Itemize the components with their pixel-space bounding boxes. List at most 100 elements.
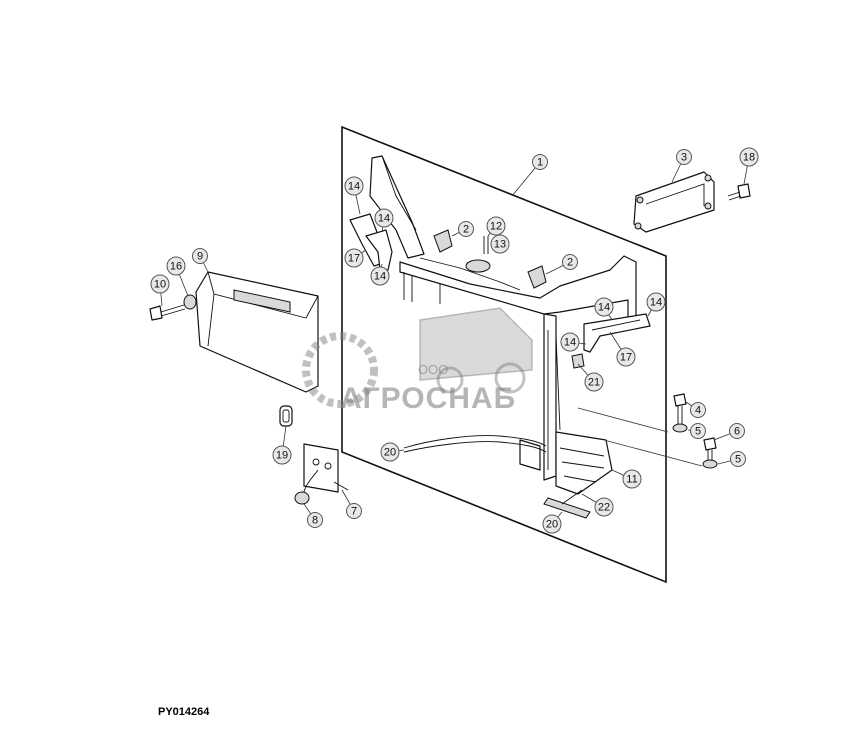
callout-3: 3 bbox=[676, 149, 692, 165]
callout-circle bbox=[584, 372, 604, 392]
callout-circle bbox=[560, 332, 580, 352]
screw-part bbox=[727, 183, 751, 201]
callout-17: 17 bbox=[344, 248, 364, 268]
callout-circle bbox=[616, 347, 636, 367]
callout-11: 11 bbox=[622, 469, 642, 489]
clip-part bbox=[571, 353, 585, 369]
callout-9: 9 bbox=[192, 248, 208, 264]
grommet-part bbox=[279, 405, 293, 427]
callout-8: 8 bbox=[307, 512, 323, 528]
callout-circle bbox=[676, 149, 692, 165]
callout-20: 20 bbox=[542, 514, 562, 534]
bolt-right-part bbox=[672, 393, 718, 469]
callout-19: 19 bbox=[272, 445, 292, 465]
callout-label: 11 bbox=[626, 474, 637, 486]
callout-label: 17 bbox=[348, 253, 360, 265]
callout-circle bbox=[272, 445, 292, 465]
callout-5: 5 bbox=[690, 423, 706, 439]
callout-circle bbox=[646, 292, 666, 312]
callout-14: 14 bbox=[374, 208, 394, 228]
callout-label: 13 bbox=[494, 239, 506, 251]
callout-circle bbox=[542, 514, 562, 534]
callout-label: 14 bbox=[374, 271, 386, 283]
callout-2: 2 bbox=[562, 254, 578, 270]
callout-label: 2 bbox=[567, 257, 573, 269]
callout-circle bbox=[374, 208, 394, 228]
callout-circle bbox=[307, 512, 323, 528]
callout-circle bbox=[166, 256, 186, 276]
bolt-part bbox=[149, 294, 197, 321]
callout-circle bbox=[344, 176, 364, 196]
callout-16: 16 bbox=[166, 256, 186, 276]
callout-label: 1 bbox=[537, 157, 543, 169]
side-duct-part bbox=[195, 271, 319, 393]
callout-12: 12 bbox=[486, 216, 506, 236]
callout-label: 4 bbox=[695, 405, 701, 417]
upper-left-bracket-part bbox=[349, 155, 425, 271]
heater-frame-part bbox=[399, 255, 637, 481]
callout-circle bbox=[730, 451, 746, 467]
callout-label: 14 bbox=[348, 181, 360, 193]
callout-label: 9 bbox=[197, 251, 203, 263]
callout-circle bbox=[562, 254, 578, 270]
callout-circle bbox=[622, 469, 642, 489]
callout-label: 5 bbox=[695, 426, 701, 438]
callout-circle bbox=[532, 154, 548, 170]
callout-label: 7 bbox=[351, 506, 357, 518]
figure-id: PY014264 bbox=[158, 706, 210, 718]
callout-circle bbox=[344, 248, 364, 268]
callout-14: 14 bbox=[646, 292, 666, 312]
callout-label: 20 bbox=[546, 519, 558, 531]
callout-1: 1 bbox=[532, 154, 548, 170]
callout-22: 22 bbox=[594, 497, 614, 517]
callout-14: 14 bbox=[560, 332, 580, 352]
callout-14: 14 bbox=[370, 266, 390, 286]
callout-10: 10 bbox=[150, 274, 170, 294]
callout-label: 14 bbox=[378, 213, 390, 225]
callout-circle bbox=[729, 423, 745, 439]
callout-label: 6 bbox=[734, 426, 740, 438]
callout-20: 20 bbox=[380, 442, 400, 462]
callout-label: 8 bbox=[312, 515, 318, 527]
callout-circle bbox=[370, 266, 390, 286]
callout-circle bbox=[690, 402, 706, 418]
callout-label: 3 bbox=[681, 152, 687, 164]
cap-part bbox=[433, 229, 547, 289]
callout-6: 6 bbox=[729, 423, 745, 439]
callout-14: 14 bbox=[594, 297, 614, 317]
callout-label: 18 bbox=[743, 152, 755, 164]
callout-circle bbox=[594, 497, 614, 517]
hose-part bbox=[403, 435, 547, 453]
callout-label: 17 bbox=[620, 352, 632, 364]
fitting-part bbox=[465, 236, 491, 273]
callout-7: 7 bbox=[346, 503, 362, 519]
mounting-plate-part bbox=[294, 443, 349, 505]
callout-13: 13 bbox=[490, 234, 510, 254]
callout-4: 4 bbox=[690, 402, 706, 418]
callout-circle bbox=[490, 234, 510, 254]
heater-box-part bbox=[555, 431, 613, 495]
callout-label: 12 bbox=[490, 221, 502, 233]
callout-5: 5 bbox=[730, 451, 746, 467]
strip-part bbox=[543, 489, 591, 519]
callout-label: 2 bbox=[463, 224, 469, 236]
callout-label: 22 bbox=[598, 502, 610, 514]
callout-2: 2 bbox=[458, 221, 474, 237]
callout-14: 14 bbox=[344, 176, 364, 196]
callout-label: 19 bbox=[276, 450, 288, 462]
callout-18: 18 bbox=[739, 147, 759, 167]
callout-circle bbox=[150, 274, 170, 294]
callout-label: 16 bbox=[170, 261, 182, 273]
callout-17: 17 bbox=[616, 347, 636, 367]
callout-label: 5 bbox=[735, 454, 741, 466]
callout-label: 21 bbox=[588, 377, 600, 389]
callout-circle bbox=[486, 216, 506, 236]
callout-circle bbox=[690, 423, 706, 439]
cover-plate-part bbox=[633, 171, 715, 233]
callout-circle bbox=[380, 442, 400, 462]
callout-label: 14 bbox=[598, 302, 610, 314]
callout-circle bbox=[192, 248, 208, 264]
callout-circle bbox=[458, 221, 474, 237]
